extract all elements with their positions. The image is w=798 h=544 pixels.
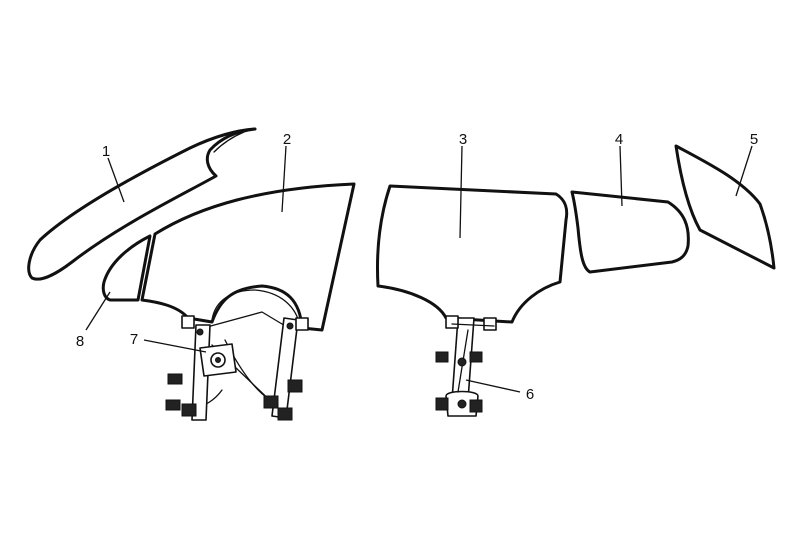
leader-line-3 <box>459 145 463 239</box>
callout-5: 5 <box>750 131 758 148</box>
callout-8: 8 <box>76 333 84 350</box>
back-glass <box>674 144 776 270</box>
callout-3: 3 <box>459 131 467 148</box>
callout-7: 7 <box>130 331 138 348</box>
leader-line-7 <box>143 339 207 353</box>
leader-line-2 <box>281 145 287 213</box>
leader-line-6 <box>465 379 521 393</box>
callout-4: 4 <box>615 131 623 148</box>
front-vent-glass <box>101 234 152 302</box>
leader-line-8 <box>85 291 111 331</box>
rear-quarter-glass <box>570 190 690 274</box>
front-window-regulator <box>165 289 309 421</box>
windshield-glass <box>27 127 257 281</box>
rear-window-regulator <box>435 315 497 417</box>
callout-1: 1 <box>102 143 110 160</box>
callout-6: 6 <box>526 386 534 403</box>
leader-line-1 <box>107 157 125 203</box>
leader-line-5 <box>735 145 753 197</box>
rear-door-glass <box>376 184 569 324</box>
callout-2: 2 <box>283 131 291 148</box>
front-door-glass <box>140 182 356 332</box>
leader-line-4 <box>619 145 623 207</box>
